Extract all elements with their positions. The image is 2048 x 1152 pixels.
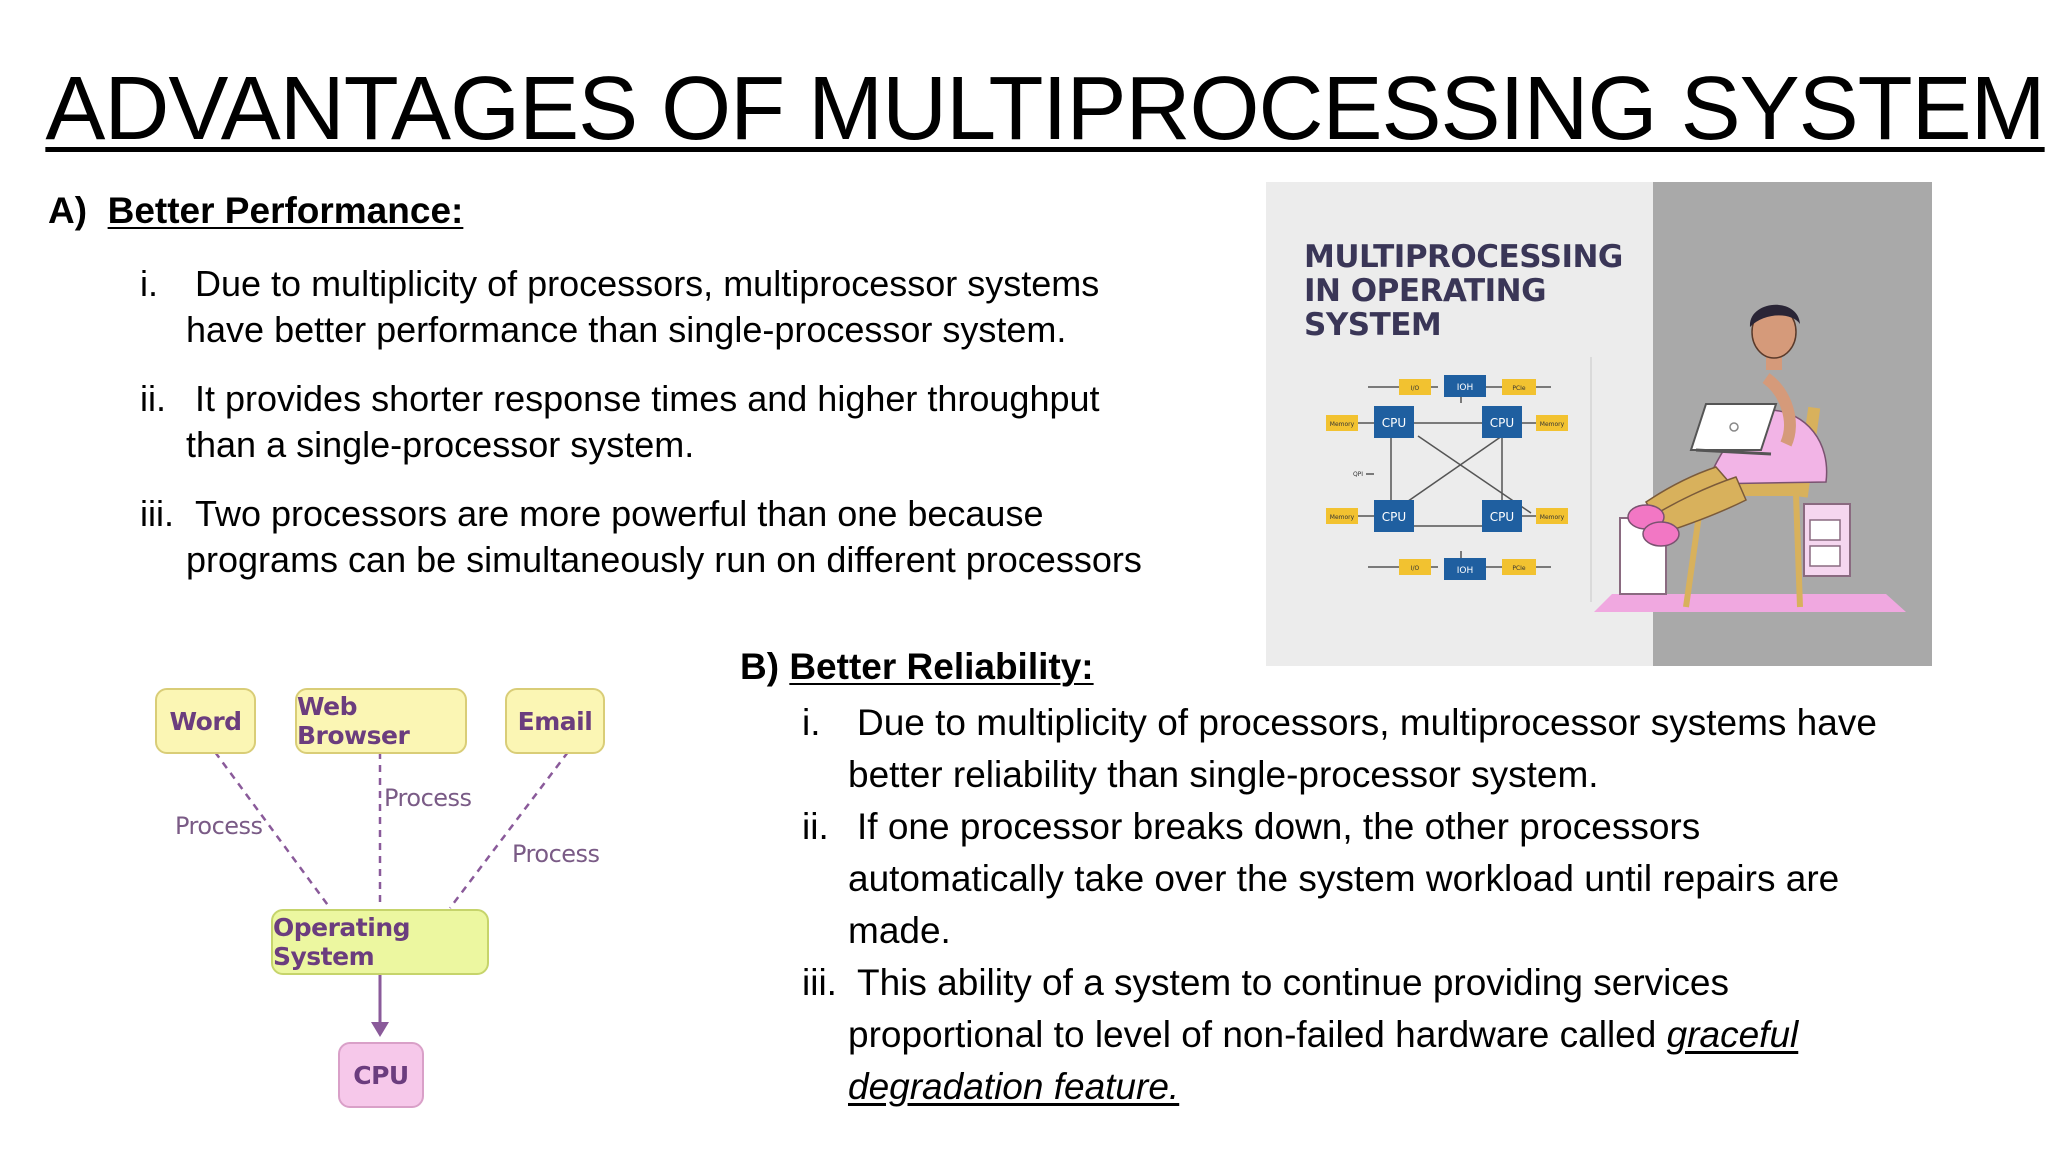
section-b-title: Better Reliability: (789, 646, 1094, 687)
memory-label: Memory (1540, 421, 1565, 428)
item-line: It provides shorter response times and h… (195, 378, 1100, 419)
cpu-label: CPU (1490, 510, 1514, 524)
item-number: i. (140, 263, 158, 304)
section-b-item-2: ii. If one processor breaks down, the ot… (802, 801, 2002, 957)
cpu-box: CPU (338, 1042, 424, 1108)
flow-connectors (213, 751, 569, 1037)
illustration-title-line: SYSTEM (1304, 307, 1442, 343)
item-number: iii. (140, 493, 174, 534)
section-a-label: A) (48, 190, 88, 231)
section-a-heading: A) Better Performance: (48, 190, 463, 232)
item-line: Two processors are more powerful than on… (195, 493, 1044, 534)
illustration-title-line: MULTIPROCESSING (1304, 239, 1623, 275)
memory-label: Memory (1540, 514, 1565, 521)
word-app-box: Word (155, 688, 256, 754)
item-line: automatically take over the system workl… (848, 858, 1840, 899)
section-a-title: Better Performance: (107, 190, 464, 231)
section-b-item-3: iii. This ability of a system to continu… (802, 957, 2002, 1113)
item-number: iii. (802, 962, 837, 1003)
section-a-item-2: ii. It provides shorter response times a… (140, 376, 1260, 468)
graceful-emphasis: graceful (1666, 1014, 1799, 1055)
section-a-item-1: i. Due to multiplicity of processors, mu… (140, 261, 1260, 353)
item-line: better reliability than single-processor… (848, 754, 1599, 795)
io-label: I/O (1411, 565, 1420, 572)
item-line: This ability of a system to continue pro… (857, 962, 1729, 1003)
slide-title: ADVANTAGES OF MULTIPROCESSING SYSTEM (45, 59, 2045, 159)
multiprocessing-illustration: MULTIPROCESSING IN OPERATING SYSTEM (1266, 182, 1932, 666)
section-b-heading: B) Better Reliability: (740, 646, 1094, 688)
illustration-title: MULTIPROCESSING IN OPERATING SYSTEM (1304, 240, 1623, 342)
illustration-art: IOH IOH CPU CPU CPU CPU (1326, 304, 1906, 612)
cpu-label: CPU (1490, 416, 1514, 430)
process-label: Process (512, 840, 600, 868)
item-line: If one processor breaks down, the other … (857, 806, 1701, 847)
cpu-label: CPU (1382, 416, 1406, 430)
item-number: ii. (140, 378, 166, 419)
item-line: than a single-processor system. (186, 424, 695, 465)
pcie-label: PCIe (1512, 565, 1526, 572)
cpu-label: CPU (1382, 510, 1406, 524)
item-line: Due to multiplicity of processors, multi… (195, 263, 1100, 304)
item-line: proportional to level of non-failed hard… (848, 1009, 1798, 1061)
ioh-label: IOH (1457, 383, 1474, 393)
email-app-box: Email (505, 688, 605, 754)
memory-label: Memory (1330, 421, 1355, 428)
item-number: i. (802, 702, 821, 743)
person-with-laptop-illustration (1594, 304, 1906, 612)
cpu-topology-diagram: IOH IOH CPU CPU CPU CPU (1326, 357, 1592, 602)
item-line: programs can be simultaneously run on di… (186, 539, 1142, 580)
web-browser-app-box: Web Browser (295, 688, 467, 754)
item-line: Due to multiplicity of processors, multi… (857, 702, 1877, 743)
section-b-label: B) (740, 646, 780, 687)
memory-label: Memory (1330, 514, 1355, 521)
operating-system-box: Operating System (271, 909, 489, 975)
item-line-text: proportional to level of non-failed hard… (848, 1014, 1667, 1055)
process-flow-diagram: Word Web Browser Email Process Process P… (140, 672, 620, 1112)
section-b-item-1: i. Due to multiplicity of processors, mu… (802, 697, 2002, 801)
item-line: made. (848, 910, 951, 951)
pcie-label: PCIe (1512, 385, 1526, 392)
qpi-label: QPI (1353, 471, 1363, 478)
process-label: Process (384, 784, 472, 812)
section-a-item-3: iii. Two processors are more powerful th… (140, 491, 1260, 583)
degradation-feature-emphasis: degradation feature. (848, 1066, 1180, 1107)
ioh-label: IOH (1457, 566, 1474, 576)
illustration-title-line: IN OPERATING (1304, 273, 1547, 309)
io-label: I/O (1411, 385, 1420, 392)
item-number: ii. (802, 806, 829, 847)
item-line: have better performance than single-proc… (186, 309, 1067, 350)
process-label: Process (175, 812, 263, 840)
